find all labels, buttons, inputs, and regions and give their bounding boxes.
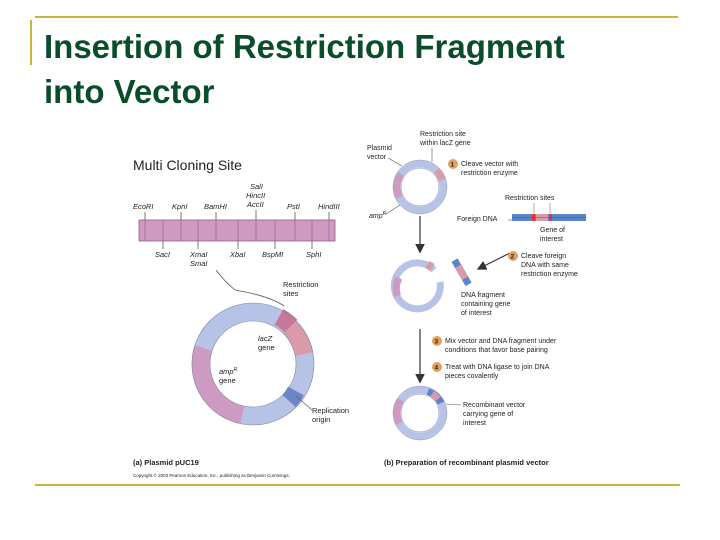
lacz-label-1: lacZ (258, 334, 273, 343)
origin-label-2: origin (312, 415, 330, 424)
step-3-badge (432, 336, 442, 346)
lacz-segment (283, 320, 314, 357)
restriction-site-lacz-1: Restriction site (420, 131, 466, 138)
vector-1 (392, 159, 448, 215)
site-kpni: KpnI (172, 202, 187, 211)
mcs-bottom-labels: SacI XmaI SmaI XbaI BspMI SphI (155, 250, 321, 268)
left-rule (30, 20, 32, 65)
vector-opened (390, 259, 444, 313)
site-hincii: HincII (246, 191, 265, 200)
restriction-site-segment (274, 309, 298, 333)
svg-text:4: 4 (435, 365, 439, 372)
site-smai: SmaI (190, 259, 208, 268)
fragment-label-1: DNA fragment (461, 292, 505, 299)
mcs-connector (215, 269, 236, 291)
recombinant-vector (392, 385, 448, 441)
step-2: 2 Cleave foreign DNA with same restricti… (508, 251, 578, 278)
fragment-label-2: containing gene (461, 301, 511, 308)
step-1-line-2: restriction enzyme (461, 170, 518, 177)
caption-b: (b) Preparation of recombinant plasmid v… (384, 458, 549, 467)
step-1-line-1: Cleave vector with (461, 161, 518, 168)
step-4: 4 Treat with DNA ligase to join DNA piec… (432, 362, 550, 380)
step-4-badge (432, 362, 442, 372)
foreign-dna-label: Foreign DNA (457, 216, 498, 223)
plasmid-vector-label-1: Plasmid (367, 145, 392, 152)
site-hindiii: HindIII (318, 202, 340, 211)
site-accii: AccII (246, 200, 264, 209)
site-sphi: SphI (306, 250, 321, 259)
step-4-line-2: pieces covalently (445, 373, 499, 380)
plasmid-vector-label-2: vector (367, 154, 387, 161)
step-2-badge (508, 251, 518, 261)
panel-b-top-labels: Plasmid vector Restriction site within l… (367, 131, 471, 161)
site-xbai: XbaI (229, 250, 245, 259)
step-4-line-1: Treat with DNA ligase to join DNA (445, 364, 550, 371)
svg-text:3: 3 (435, 339, 439, 346)
site-bamhi: BamHI (204, 202, 227, 211)
gene-of-interest-1: Gene of (540, 227, 565, 234)
dna-fragment (451, 258, 472, 287)
restriction-sites-b: Restriction sites (505, 195, 555, 202)
copyright: Copyright © 2003 Pearson Education, Inc.… (133, 472, 290, 478)
step-1: 1 Cleave vector with restriction enzyme (448, 159, 518, 177)
title-line-2: into Vector (44, 73, 215, 110)
site-saci: SacI (155, 250, 170, 259)
step-3-line-1: Mix vector and DNA fragment under (445, 338, 557, 345)
ampr-label-b: ampR (369, 211, 387, 220)
step-3-line-2: conditions that favor base pairing (445, 347, 548, 354)
site-psti: PstI (287, 202, 300, 211)
ampr-segment (191, 345, 245, 424)
foreign-dna (512, 214, 586, 221)
restriction-sites-label-1: Restriction (283, 280, 318, 289)
recombinant-label-3: interest (463, 420, 486, 427)
amp-label: ampR (219, 367, 238, 376)
caption-a: (a) Plasmid pUC19 (133, 458, 199, 467)
mcs-bar-dividers (144, 220, 330, 241)
svg-text:2: 2 (511, 254, 515, 261)
site-ecori: EcoRI (133, 202, 153, 211)
panel-a: Multi Cloning Site EcoRI KpnI BamHI SalI… (133, 157, 349, 478)
plasmid-puc19 (191, 302, 315, 426)
site-bspmi: BspMI (262, 250, 283, 259)
restriction-site-lacz-2: within lacZ gene (419, 140, 471, 147)
step-3: 3 Mix vector and DNA fragment under cond… (432, 336, 557, 354)
lacz-label-2: gene (258, 343, 275, 352)
svg-text:1: 1 (451, 162, 455, 169)
restriction-sites-label-2: sites (283, 289, 299, 298)
recombinant-label-1: Recombinant vector (463, 402, 526, 409)
origin-label-1: Replication (312, 406, 349, 415)
figure-panel (127, 128, 592, 480)
origin-leader (295, 395, 313, 411)
step-1-badge (448, 159, 458, 169)
mcs-bar (138, 219, 336, 242)
mcs-bottom-ticks (162, 241, 313, 249)
fragment-label-3: of interest (461, 310, 492, 317)
recombinant-label-2: carrying gene of (463, 411, 513, 418)
bottom-rule (35, 484, 680, 486)
title-line-1: Insertion of Restriction Fragment (44, 28, 565, 65)
step-2-line-3: restriction enzyme (521, 271, 578, 278)
step-2-line-1: Cleave foreign (521, 253, 566, 260)
panel-b: Plasmid vector Restriction site within l… (367, 131, 586, 467)
panel-a-labels: Restriction sites lacZ gene ampR gene Re… (219, 280, 349, 424)
origin-segment (282, 386, 304, 407)
slide-title: Insertion of Restriction Fragment into V… (44, 24, 565, 114)
gene-of-interest-2: interest (540, 236, 563, 243)
amp-gene-label: gene (219, 376, 236, 385)
mcs-top-labels: EcoRI KpnI BamHI SalI HincII AccII PstI … (133, 182, 340, 211)
arrow-2 (476, 251, 513, 270)
site-sali: SalI (250, 182, 263, 191)
step-2-line-2: DNA with same (521, 262, 569, 269)
top-rule (35, 16, 678, 18)
mcs-callout: Multi Cloning Site (133, 157, 242, 173)
site-xmai: XmaI (189, 250, 208, 259)
mcs-top-ticks (144, 210, 330, 220)
